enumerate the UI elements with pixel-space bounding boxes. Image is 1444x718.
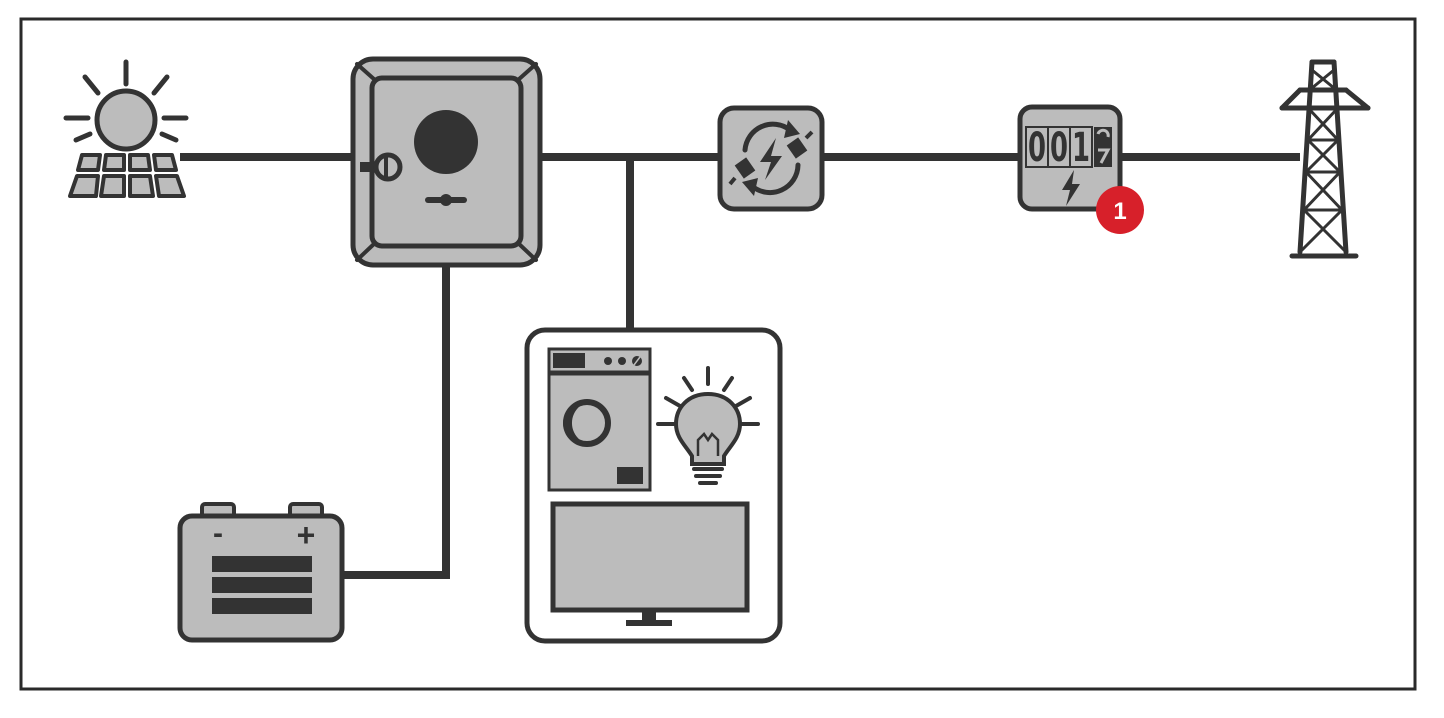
energy-meter-icon: 0 0 1 <box>1017 104 1123 212</box>
pv-modules <box>68 153 186 198</box>
battery-minus-label: - <box>213 517 223 550</box>
meter-badge: 1 <box>1096 186 1144 234</box>
grid-connection-icon <box>717 105 825 212</box>
inverter-icon <box>350 56 543 268</box>
transmission-tower-icon <box>1279 59 1371 259</box>
meter-digit-2: 0 <box>1050 125 1068 171</box>
solar-panel-icon <box>63 59 189 198</box>
battery-charge-bar-1 <box>212 556 312 572</box>
battery-plus-label: + <box>297 517 316 553</box>
battery-icon: - + <box>177 502 345 643</box>
sun-icon <box>63 59 189 152</box>
television-icon <box>550 501 750 626</box>
meter-rolling-digit <box>1094 127 1112 167</box>
plug-icon-right <box>786 130 814 159</box>
connection-lines <box>180 153 1300 579</box>
lightning-icon <box>1062 170 1080 206</box>
battery-charge-bar-3 <box>212 598 312 614</box>
washing-machine-icon <box>547 347 652 492</box>
meter-badge-number: 1 <box>1113 198 1126 225</box>
inverter-display <box>414 110 478 174</box>
plug-icon-left <box>728 157 756 186</box>
inverter-switch <box>360 152 403 182</box>
inverter-led <box>425 194 467 206</box>
battery-charge-bar-2 <box>212 577 312 593</box>
meter-digit-box-3 <box>1069 126 1093 168</box>
light-bulb-icon <box>656 366 760 485</box>
meter-digit-3: 1 <box>1072 125 1090 171</box>
meter-digit-1: 0 <box>1028 125 1046 171</box>
household-loads-icon <box>524 327 783 644</box>
lightning-icon <box>760 138 782 180</box>
